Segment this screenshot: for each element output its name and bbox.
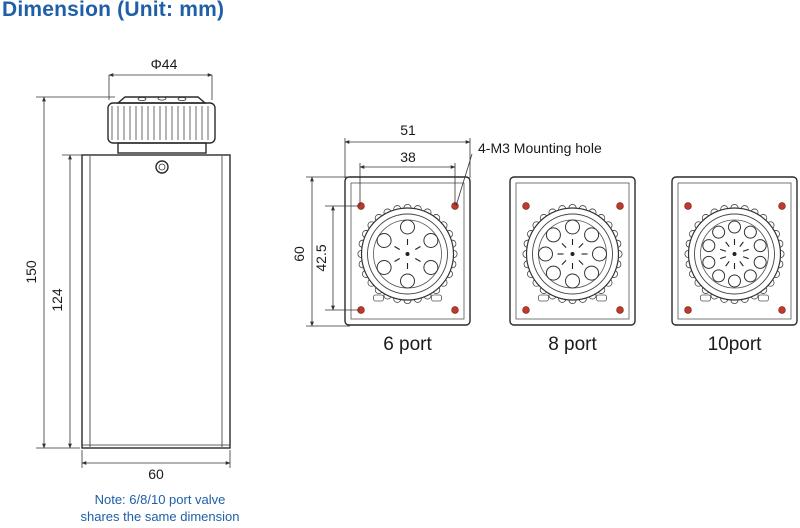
port-hole-icon (545, 227, 561, 243)
mounting-hole-icon (616, 306, 624, 314)
dim-diameter: Φ44 (108, 56, 213, 100)
port-view-8: 8 port (509, 176, 636, 355)
port-hole-icon (545, 265, 561, 281)
port-hole-icon (400, 273, 415, 289)
port-label: 10port (708, 334, 763, 355)
mounting-hole-icon (522, 202, 530, 210)
dim-diameter-label: Φ44 (151, 56, 178, 72)
dim-body-height-label: 124 (49, 288, 65, 312)
port-hole-icon (753, 239, 767, 253)
mounting-hole-icon (778, 306, 786, 314)
port-hole-icon (592, 246, 607, 262)
port-hole-icon (743, 225, 757, 239)
port-hole-icon (702, 255, 716, 269)
port-hole-icon (753, 255, 767, 269)
top-view-dimensions: 51 38 60 42.5 4-M3 Mounting hole (291, 122, 602, 327)
port-views: 6 port 8 port 10port (344, 176, 798, 355)
port-label: 6 port (383, 334, 432, 355)
mounting-hole-icon (451, 306, 459, 314)
port-view-6: 6 port (344, 176, 471, 355)
port-hole-icon (376, 233, 392, 248)
port-hole-icon (743, 269, 757, 283)
mounting-hole-callout: 4-M3 Mounting hole (478, 140, 602, 156)
port-hole-icon (712, 269, 726, 283)
dim-body-height: 124 (49, 154, 82, 449)
dim-total-height: 150 (23, 96, 115, 449)
port-hole-icon (728, 220, 741, 234)
port-hole-icon (728, 274, 741, 288)
valve-body (81, 154, 231, 449)
screw-icon (155, 160, 169, 174)
port-hole-icon (584, 265, 600, 281)
port-hole-icon (565, 273, 580, 289)
dim-outer-label: 51 (400, 122, 416, 138)
dim-hole-spacing-label: 42.5 (313, 244, 329, 271)
dim-width-label: 60 (148, 466, 164, 482)
port-hole-icon (702, 239, 716, 253)
dim-width: 60 (81, 450, 231, 482)
mounting-hole-icon (616, 202, 624, 210)
mounting-hole-icon (522, 306, 530, 314)
port-hole-icon (400, 219, 415, 235)
port-view-10: 10port (671, 176, 798, 355)
port-hole-icon (423, 260, 439, 275)
dim-inner-label: 38 (400, 149, 416, 165)
side-view: Φ44 150 124 60 Note: 6/8/10 port valve s… (23, 56, 239, 524)
port-hole-icon (712, 225, 726, 239)
mounting-hole-icon (684, 202, 692, 210)
port-label: 8 port (548, 334, 597, 355)
port-hole-icon (584, 227, 600, 243)
port-hole-icon (423, 233, 439, 248)
mounting-hole-icon (778, 202, 786, 210)
cap-knurling (111, 106, 209, 140)
valve-cap (107, 96, 216, 154)
port-hole-icon (376, 260, 392, 275)
port-hole-icon (565, 219, 580, 235)
port-hole-icon (538, 246, 553, 262)
note-line-2: shares the same dimension (81, 509, 240, 524)
mounting-hole-icon (684, 306, 692, 314)
page-title: Dimension (Unit: mm) (2, 0, 225, 21)
dim-height-label: 60 (291, 246, 307, 262)
note-line-1: Note: 6/8/10 port valve (95, 492, 226, 507)
dim-total-height-label: 150 (23, 260, 39, 284)
